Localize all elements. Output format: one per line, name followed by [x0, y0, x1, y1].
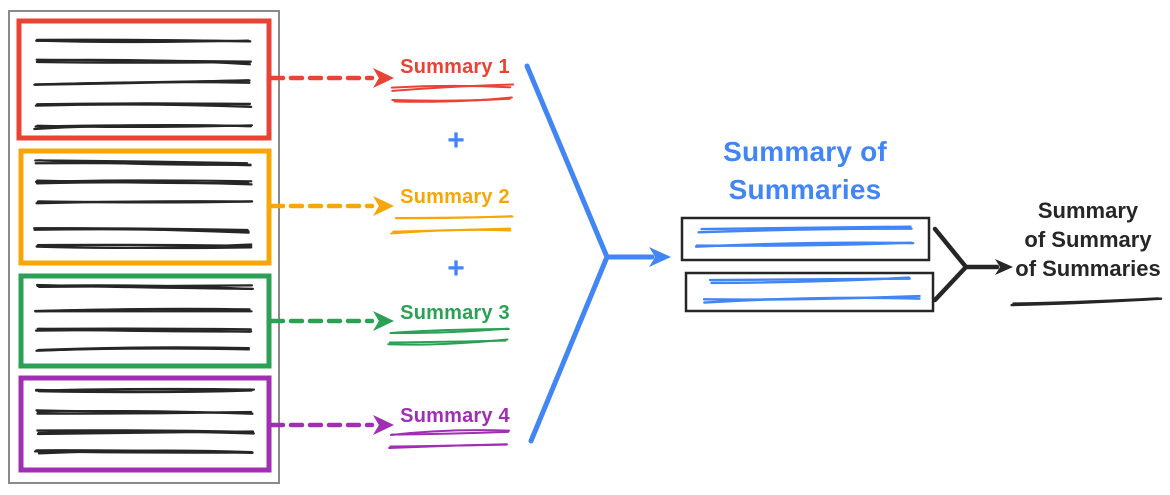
- plus-operator-1: +: [447, 124, 465, 157]
- summary-2-label: Summary 2: [400, 186, 510, 208]
- plus-operator-2: +: [447, 252, 465, 285]
- summary-of-summaries-title-line-2: Summaries: [728, 174, 882, 205]
- summary-of-summaries-title: Summary of Summaries: [680, 133, 930, 209]
- summary-3-label: Summary 3: [400, 302, 510, 324]
- summary-4-label: Summary 4: [400, 405, 510, 427]
- final-summary-line-1: Summary: [1037, 198, 1139, 223]
- final-summary-label: Summary of Summary of Summaries: [1003, 196, 1170, 283]
- final-summary-line-2: of Summary: [1024, 227, 1152, 252]
- summary-of-summaries-title-line-1: Summary of: [723, 136, 887, 167]
- final-summary-line-3: of Summaries: [1015, 256, 1161, 281]
- summary-1-label: Summary 1: [400, 56, 510, 78]
